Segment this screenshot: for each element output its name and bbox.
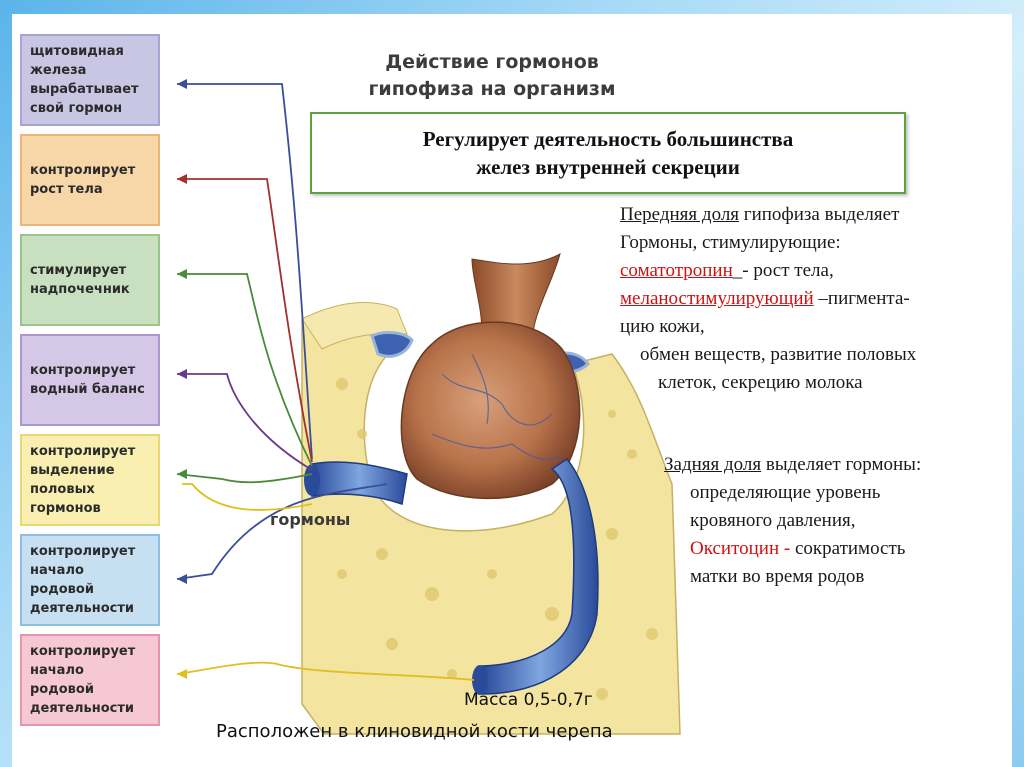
arrow-heads bbox=[177, 79, 187, 679]
side-box-3: стимулирует надпочечник bbox=[20, 234, 160, 326]
anterior-line-6: обмен веществ, развитие половых bbox=[640, 344, 917, 365]
sinus-left bbox=[370, 331, 414, 358]
bone-cover-left bbox=[301, 301, 408, 350]
side-box-2: контролирует рост тела bbox=[20, 134, 160, 226]
main-box-line-1: Регулирует деятельность большинства bbox=[422, 127, 794, 151]
melanostimulating-label: меланостимулирующий bbox=[620, 288, 814, 309]
posterior-line-1: Задняя доля выделяет гормоны: bbox=[664, 454, 921, 476]
posterior-lobe-label: Задняя доля bbox=[664, 454, 762, 475]
anterior-line-3-rest: _- рост тела, bbox=[732, 260, 834, 281]
right-vessel-end bbox=[472, 665, 488, 695]
anterior-line-4: меланостимулирующий –пигмента- bbox=[620, 288, 910, 310]
anterior-line-5: цию кожи, bbox=[620, 316, 705, 337]
pituitary-gland bbox=[400, 321, 581, 500]
side-box-5: контролирует выделение половых гормонов bbox=[20, 434, 160, 526]
anterior-line-7: клеток, секрецию молока bbox=[658, 372, 863, 393]
pituitary-illustration bbox=[176, 79, 681, 735]
main-function-box: Регулирует деятельность большинства желе… bbox=[310, 112, 906, 194]
slide: Действие гормонов гипофиза на организм bbox=[12, 14, 1012, 767]
side-box-1: щитовидная железа вырабатывает свой горм… bbox=[20, 34, 160, 126]
oxytocin-label: Окситоцин - bbox=[690, 538, 795, 559]
posterior-line-4-rest: сократимость bbox=[794, 538, 906, 559]
posterior-line-1-rest: выделяет гормоны: bbox=[761, 454, 922, 475]
anterior-line-2: Гормоны, стимулирующие: bbox=[620, 232, 841, 253]
side-box-6: контролирует начало родовой деятельности bbox=[20, 534, 160, 626]
posterior-line-3: кровяного давления, bbox=[690, 510, 856, 531]
left-vessel-end bbox=[304, 464, 320, 496]
slide-title: Действие гормонов гипофиза на организм bbox=[312, 49, 672, 103]
anterior-line-4-rest: –пигмента- bbox=[813, 288, 910, 309]
posterior-line-2: определяющие уровень bbox=[690, 482, 881, 503]
anterior-lobe-label: Передняя доля bbox=[620, 204, 740, 225]
side-box-7: контролирует начало родовой деятельности bbox=[20, 634, 160, 726]
left-vessel bbox=[311, 461, 408, 505]
gland-veins bbox=[431, 353, 563, 460]
title-line-1: Действие гормонов bbox=[385, 51, 599, 73]
title-line-2: гипофиза на организм bbox=[368, 78, 616, 100]
side-box-4: контролирует водный баланс bbox=[20, 334, 160, 426]
somatotropin-label: соматотропин bbox=[620, 260, 733, 281]
posterior-line-4: Окситоцин - сократимость bbox=[690, 538, 905, 560]
location-label: Расположен в клиновидной кости черепа bbox=[216, 721, 613, 742]
anterior-line-1-rest: гипофиза выделяет bbox=[739, 204, 900, 225]
main-box-line-2: желез внутренней секреции bbox=[476, 155, 740, 179]
hormones-label: гормоны bbox=[270, 510, 351, 529]
anterior-line-3: соматотропин_- рост тела, bbox=[620, 260, 834, 282]
posterior-line-5: матки во время родов bbox=[690, 566, 865, 587]
mass-label: Масса 0,5-0,7г bbox=[464, 690, 593, 710]
anterior-line-1: Передняя доля гипофиза выделяет bbox=[620, 204, 899, 226]
connector-lines bbox=[176, 83, 475, 681]
